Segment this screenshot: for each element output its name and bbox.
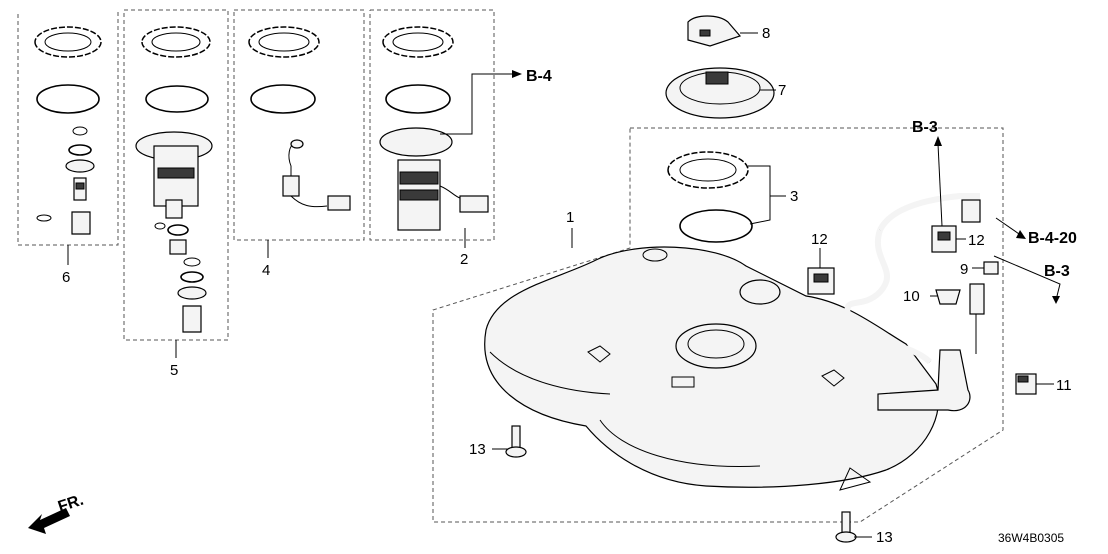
diagram-code: 36W4B0305	[998, 531, 1064, 545]
part-12-clip-right	[931, 225, 957, 253]
group-2-parts	[379, 26, 489, 231]
callout-3: 3	[790, 188, 798, 205]
group-box-6	[17, 12, 119, 246]
bolt-13-left	[505, 425, 527, 458]
callout-12-right: 12	[968, 232, 985, 249]
callout-2: 2	[460, 251, 468, 268]
ref-b4-20: B-4-20	[1028, 230, 1077, 247]
callout-10: 10	[903, 288, 920, 305]
group-box-2	[369, 9, 495, 241]
part-7-lock-ring	[665, 67, 775, 119]
group-6-parts	[34, 26, 102, 235]
ref-b4: B-4	[526, 68, 552, 85]
leader-lines	[67, 32, 1061, 538]
fuel-tank	[484, 246, 940, 491]
part-3-ring-and-gasket	[667, 151, 753, 243]
filler-hoses	[844, 193, 985, 412]
callout-13-bottom: 13	[876, 529, 893, 546]
group-4-parts	[248, 26, 351, 211]
callout-1: 1	[566, 209, 574, 226]
callout-numbers: 6 5 4 2 8 7 3 1 12 12 9 10 11 13 13	[62, 25, 1072, 546]
part-8-cover	[687, 15, 742, 47]
front-label: FR.	[56, 492, 86, 516]
callout-4: 4	[262, 262, 270, 279]
callout-11: 11	[1056, 377, 1072, 394]
group-box-4	[233, 9, 365, 241]
arrow-icon	[28, 508, 70, 534]
callout-8: 8	[762, 25, 770, 42]
reference-labels: B-4 B-3 B-4-20 B-3	[526, 68, 1077, 280]
bolt-13-bottom	[835, 511, 857, 543]
front-direction-arrow: FR.	[28, 492, 86, 534]
callout-5: 5	[170, 362, 178, 379]
callout-7: 7	[778, 82, 786, 99]
group-box-1-tank	[432, 127, 1004, 523]
callout-9: 9	[960, 261, 968, 278]
part-11-clip	[1015, 373, 1037, 395]
group-5-parts	[135, 26, 213, 333]
callout-12-left: 12	[811, 231, 828, 248]
group-box-5	[123, 9, 229, 341]
part-12-clip-left	[807, 267, 835, 295]
ref-b3-right: B-3	[1044, 263, 1070, 280]
part-9-clip	[983, 261, 999, 275]
callout-6: 6	[62, 269, 70, 286]
part-10-clip	[935, 289, 961, 305]
callout-13-left: 13	[469, 441, 486, 458]
ref-b3-top: B-3	[912, 119, 938, 136]
